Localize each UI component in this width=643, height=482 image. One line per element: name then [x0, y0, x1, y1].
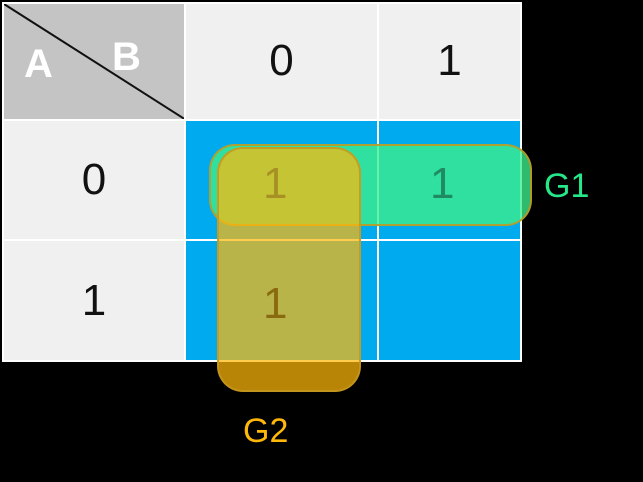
column-header-0: 0: [186, 4, 377, 119]
diagonal-divider-icon: [4, 4, 184, 119]
kmap-cell-r1c1[interactable]: [379, 241, 520, 360]
group-overlay-g2[interactable]: [217, 147, 361, 392]
row-header-0: 0: [4, 120, 184, 240]
column-header-1: 1: [379, 4, 520, 119]
table-header-row: A B 0 1: [4, 4, 520, 119]
karnaugh-map-table: A B 0 1 0 1 1 1 1: [2, 2, 522, 362]
row-header-1: 1: [4, 241, 184, 360]
col-variable-label: B: [112, 35, 141, 79]
group-label-g2: G2: [243, 412, 289, 450]
row-variable-label: A: [24, 42, 53, 86]
kmap-corner-header: A B: [4, 4, 184, 119]
group-label-g1: G1: [544, 167, 590, 205]
